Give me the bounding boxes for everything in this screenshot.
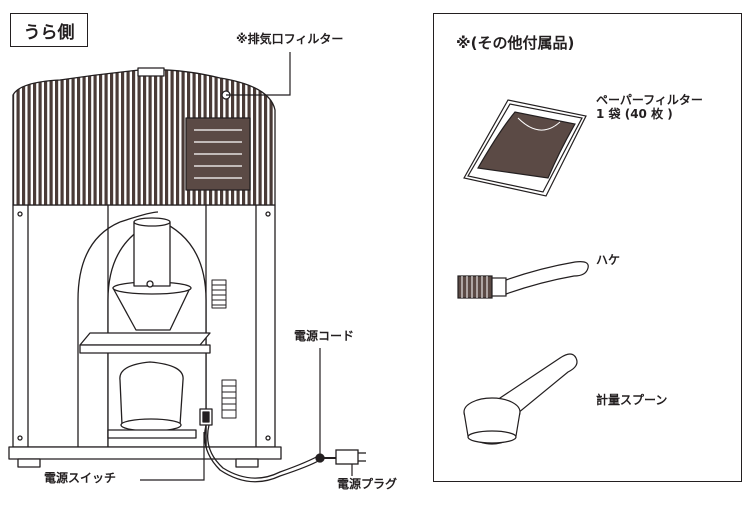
view-title-text: うら側 (23, 22, 75, 43)
accessory-label-brush: ハケ (596, 253, 621, 267)
machine-base (8, 446, 282, 460)
label-power-plug: 電源プラグ (337, 477, 398, 491)
accessories-panel (433, 13, 742, 482)
power-cord (203, 424, 336, 483)
paper-filter-pack (463, 99, 587, 197)
shelf (79, 332, 211, 346)
accessory-label-measuring-spoon: 計量スプーン (596, 393, 668, 407)
label-exhaust-filter: ※排気口フィルター (236, 32, 344, 46)
accessory-label-paper-filter-line1: ペーパーフィルター (596, 93, 703, 107)
measuring-spoon (463, 353, 578, 445)
accessory-label-paper-filter-line2: 1 袋 (40 枚 ) (596, 106, 673, 121)
power-plug (335, 449, 366, 465)
accessory-label-paper-filter: ペーパーフィルター 1 袋 (40 枚 ) (596, 93, 703, 122)
leader-lines (140, 52, 353, 481)
view-title: うら側 (10, 13, 88, 47)
brush (457, 261, 589, 299)
label-power-switch: 電源スイッチ (44, 471, 117, 485)
side-vent-upper (211, 279, 227, 309)
label-power-cord: 電源コード (294, 329, 355, 343)
side-vent-lower (221, 379, 237, 419)
coffee-machine-rear (8, 67, 282, 468)
accessories-title: ※(その他付属品) (456, 34, 575, 52)
